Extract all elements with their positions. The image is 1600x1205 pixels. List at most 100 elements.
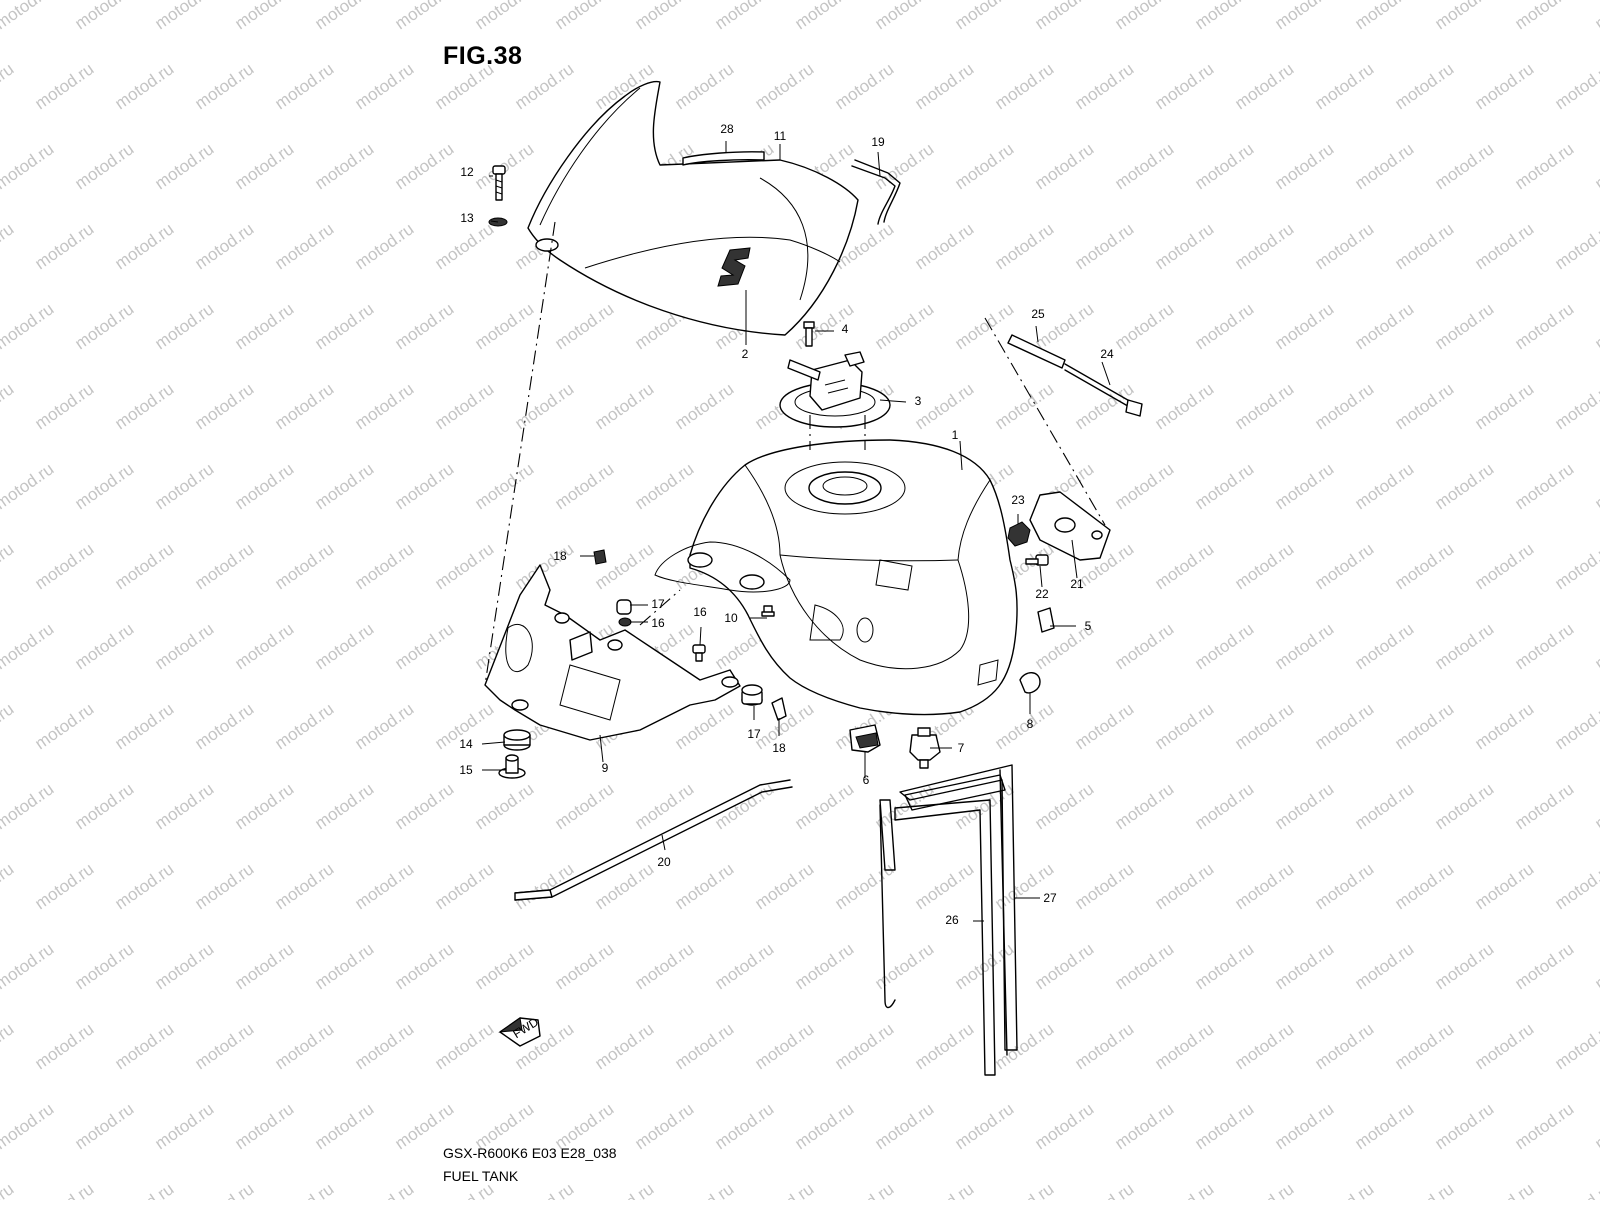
watermark-text: motod.ru <box>1271 1099 1337 1153</box>
figure-title: FIG.38 <box>443 42 523 70</box>
part-17-cushion <box>616 599 763 706</box>
watermark-text: motod.ru <box>271 859 337 913</box>
watermark-text: motod.ru <box>1231 379 1297 433</box>
watermark-text: motod.ru <box>311 619 377 673</box>
watermark-text: motod.ru <box>311 939 377 993</box>
watermark-text: motod.ru <box>991 1019 1057 1073</box>
watermark-text: motod.ru <box>0 619 57 673</box>
watermark-text: motod.ru <box>231 299 297 353</box>
callout-10: 10 <box>724 611 738 625</box>
watermark-text: motod.ru <box>1511 139 1577 193</box>
watermark-text: motod.ru <box>951 299 1017 353</box>
watermark-text: motod.ru <box>391 139 457 193</box>
callout-17: 17 <box>747 727 761 741</box>
callout-8: 8 <box>1027 717 1034 731</box>
watermark-text: motod.ru <box>831 59 897 113</box>
watermark-text: motod.ru <box>1151 1019 1217 1073</box>
part-18-clip <box>593 549 607 565</box>
watermark-text: motod.ru <box>1231 1179 1297 1200</box>
watermark-text: motod.ru <box>471 779 537 833</box>
watermark-text: motod.ru <box>31 859 97 913</box>
watermark-text: motod.ru <box>111 219 177 273</box>
watermark-text: motod.ru <box>151 459 217 513</box>
watermark-text: motod.ru <box>1111 939 1177 993</box>
callout-16: 16 <box>651 616 665 630</box>
watermark-text: motod.ru <box>1311 219 1377 273</box>
watermark-text: motod.ru <box>31 59 97 113</box>
callout-18: 18 <box>553 549 567 563</box>
watermark-text: motod.ru <box>1271 939 1337 993</box>
watermark-text: motod.ru <box>391 939 457 993</box>
watermark-text: motod.ru <box>991 59 1057 113</box>
watermark-text: motod.ru <box>751 859 817 913</box>
watermark-text: motod.ru <box>1271 0 1337 33</box>
watermark-text: motod.ru <box>311 1099 377 1153</box>
watermark-text: motod.ru <box>111 539 177 593</box>
watermark-text: motod.ru <box>1191 779 1257 833</box>
watermark-text: motod.ru <box>271 539 337 593</box>
watermark-text: motod.ru <box>1431 0 1497 33</box>
watermark-text: motod.ru <box>1511 1099 1577 1153</box>
watermark-text: motod.ru <box>1351 139 1417 193</box>
callout-5: 5 <box>1085 619 1092 633</box>
watermark-text: motod.ru <box>791 1099 857 1153</box>
suzuki-s-emblem <box>717 247 751 287</box>
watermark-text: motod.ru <box>1551 59 1600 113</box>
part-16-bolt <box>618 617 706 662</box>
watermark-text: motod.ru <box>1151 379 1217 433</box>
watermark-text: motod.ru <box>951 939 1017 993</box>
callout-16: 16 <box>693 605 707 619</box>
watermark-text: motod.ru <box>431 379 497 433</box>
watermark-text: motod.ru <box>991 219 1057 273</box>
watermark-text: motod.ru <box>1031 0 1097 33</box>
watermark-text: motod.ru <box>1431 779 1497 833</box>
watermark-text: motod.ru <box>191 539 257 593</box>
watermark-text: motod.ru <box>631 1099 697 1153</box>
watermark-text: motod.ru <box>271 1019 337 1073</box>
watermark-text: motod.ru <box>711 0 777 33</box>
callout-11: 11 <box>774 129 787 143</box>
watermark-text: motod.ru <box>0 859 17 913</box>
watermark-text: motod.ru <box>0 939 57 993</box>
callout-25: 25 <box>1031 307 1045 321</box>
watermark-text: motod.ru <box>0 0 57 33</box>
watermark-text: motod.ru <box>551 459 617 513</box>
watermark-text: motod.ru <box>751 1179 817 1200</box>
watermark-text: motod.ru <box>31 1179 97 1200</box>
watermark-text: motod.ru <box>631 0 697 33</box>
watermark-text: motod.ru <box>1431 139 1497 193</box>
watermark-text: motod.ru <box>1111 779 1177 833</box>
watermark-text: motod.ru <box>1111 0 1177 33</box>
watermark-text: motod.ru <box>151 939 217 993</box>
watermark-text: motod.ru <box>1391 59 1457 113</box>
watermark-text: motod.ru <box>1191 619 1257 673</box>
watermark-text: motod.ru <box>1191 1099 1257 1153</box>
watermark-text: motod.ru <box>1551 539 1600 593</box>
watermark-text: motod.ru <box>1551 1019 1600 1073</box>
watermark-text: motod.ru <box>471 939 537 993</box>
watermark-text: motod.ru <box>1311 859 1377 913</box>
watermark-text: motod.ru <box>1231 219 1297 273</box>
watermark-text: motod.ru <box>231 619 297 673</box>
watermark-text: motod.ru <box>1111 459 1177 513</box>
watermark-text: motod.ru <box>1231 59 1297 113</box>
callout-labels: 1234567891011121314151616171718181920212… <box>459 122 1114 927</box>
watermark-text: motod.ru <box>591 379 657 433</box>
watermark-text: motod.ru <box>1391 539 1457 593</box>
figure-caption: FUEL TANK <box>443 1168 519 1184</box>
watermark-text: motod.ru <box>1551 379 1600 433</box>
part-19-hose <box>851 165 896 225</box>
watermark-text: motod.ru <box>151 299 217 353</box>
watermark-text: motod.ru <box>711 939 777 993</box>
watermark-text: motod.ru <box>1231 859 1297 913</box>
watermark-text: motod.ru <box>671 1019 737 1073</box>
callout-19: 19 <box>871 135 885 149</box>
watermark-text: motod.ru <box>1071 59 1137 113</box>
watermark-text: motod.ru <box>1511 459 1577 513</box>
watermark-text: motod.ru <box>991 1179 1057 1200</box>
watermark-text: motod.ru <box>1111 299 1177 353</box>
watermark-text: motod.ru <box>1191 139 1257 193</box>
leader-lines <box>481 141 1111 922</box>
watermark-text: motod.ru <box>1471 59 1537 113</box>
watermark-text: motod.ru <box>1311 699 1377 753</box>
